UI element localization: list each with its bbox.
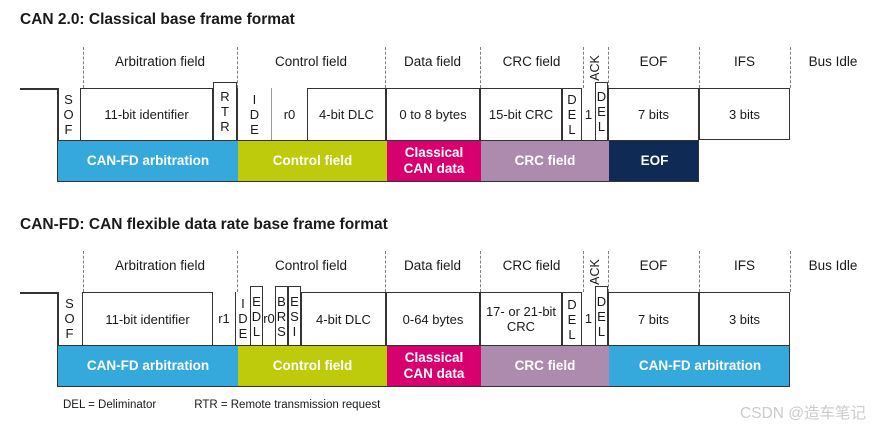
field-boundary-dash bbox=[699, 47, 700, 88]
field-boundary-dash bbox=[790, 251, 791, 292]
field-label-bus-idle: Bus Idle bbox=[808, 258, 858, 273]
cell-data: 0-64 bytes bbox=[386, 292, 480, 345]
cell-ack-slot: 1 bbox=[584, 106, 593, 122]
cell-del-ack: D E L bbox=[595, 82, 608, 140]
cell-r0: r0 bbox=[283, 106, 296, 122]
field-label-arbitration-field: Arbitration field bbox=[114, 54, 206, 69]
diagram1-title: CAN 2.0: Classical base frame format bbox=[20, 11, 295, 28]
field-label-arbitration-field: Arbitration field bbox=[114, 258, 206, 273]
field-boundary-dash bbox=[237, 47, 238, 88]
bar-segment-crc-field: CRC field bbox=[481, 141, 609, 181]
field-boundary-dash bbox=[480, 47, 481, 88]
cell-r0: r0 bbox=[263, 311, 275, 326]
field-label-crc-field: CRC field bbox=[502, 54, 561, 69]
field-boundary-dash bbox=[583, 47, 584, 88]
field-boundary-dash bbox=[608, 47, 609, 88]
bar-segment-crc-field: CRC field bbox=[481, 346, 609, 386]
cell-esi: E S I bbox=[288, 286, 301, 345]
field-boundary-dash bbox=[385, 251, 386, 292]
field-boundary-dash bbox=[699, 251, 700, 292]
cell-edl: E D L bbox=[250, 286, 263, 345]
field-label-ifs: IFS bbox=[733, 258, 755, 273]
bar-segment-control-field: Control field bbox=[238, 346, 387, 386]
bus-entry-line-vertical bbox=[57, 88, 59, 140]
field-boundary-dash bbox=[790, 47, 791, 88]
cell-ack-slot: 1 bbox=[584, 311, 593, 326]
bar-segment-control-field: Control field bbox=[238, 141, 387, 181]
cell-sof: S O F bbox=[63, 91, 74, 137]
field-label-eof: EOF bbox=[639, 54, 668, 69]
field-label-eof: EOF bbox=[639, 258, 668, 273]
cell-identifier: 11-bit identifier bbox=[82, 292, 213, 345]
cell-del-crc: D E L bbox=[562, 88, 582, 140]
cell-del-ack: D E L bbox=[595, 286, 608, 345]
footnote-del-definition: DEL = Deliminator bbox=[63, 399, 157, 411]
field-label-control-field: Control field bbox=[274, 258, 348, 273]
cell-brs: B R S bbox=[275, 286, 288, 345]
cell-crc: 15-bit CRC bbox=[480, 88, 562, 140]
field-label-data-field: Data field bbox=[403, 54, 462, 69]
cell-ifs: 3 bits bbox=[699, 88, 790, 140]
bus-entry-line-vertical bbox=[57, 292, 59, 345]
bar-segment-classical-can-data: Classical CAN data bbox=[387, 346, 481, 386]
cell-ide: I D E bbox=[235, 292, 250, 345]
field-boundary-dash bbox=[480, 251, 481, 292]
field-boundary-dash bbox=[83, 251, 84, 292]
bar-segment-can-fd-arbitration: CAN-FD arbitration bbox=[609, 346, 789, 386]
cell-del-crc: D E L bbox=[562, 292, 582, 345]
field-boundary-dash bbox=[385, 47, 386, 88]
bus-entry-line-horizontal bbox=[20, 292, 57, 294]
cell-sof: S O F bbox=[64, 296, 75, 341]
field-boundary-dash bbox=[608, 251, 609, 292]
diagram2-title: CAN-FD: CAN flexible data rate base fram… bbox=[20, 216, 388, 233]
footnote: DEL = Deliminator RTR = Remote transmissi… bbox=[63, 399, 418, 411]
footnote-rtr-definition: RTR = Remote transmission request bbox=[194, 399, 381, 411]
cell-ifs: 3 bits bbox=[699, 292, 790, 345]
cell-eof: 7 bits bbox=[608, 292, 699, 345]
bar-segment-classical-can-data: Classical CAN data bbox=[387, 141, 481, 181]
field-label-control-field: Control field bbox=[274, 54, 348, 69]
bar-segment-can-fd-arbitration: CAN-FD arbitration bbox=[58, 346, 238, 386]
field-label-bus-idle: Bus Idle bbox=[808, 54, 858, 69]
cell-crc: 17- or 21-bit CRC bbox=[480, 292, 562, 345]
bar-segment-eof: EOF bbox=[609, 141, 698, 181]
csdn-watermark: CSDN @造车笔记 bbox=[740, 405, 866, 422]
field-boundary-dash bbox=[83, 47, 84, 88]
cell-identifier: 11-bit identifier bbox=[80, 88, 213, 140]
field-label-ifs: IFS bbox=[733, 54, 755, 69]
field-boundary-dash bbox=[583, 251, 584, 292]
cell-r1: r1 bbox=[218, 311, 230, 326]
field-label-data-field: Data field bbox=[403, 258, 462, 273]
field-label-crc-field: CRC field bbox=[502, 258, 561, 273]
cell-rtr: R T R bbox=[213, 82, 237, 140]
bus-entry-line-horizontal bbox=[20, 88, 57, 90]
cell-dlc: 4-bit DLC bbox=[301, 292, 386, 345]
cell-data: 0 to 8 bytes bbox=[386, 88, 480, 140]
cell-eof: 7 bits bbox=[608, 88, 699, 140]
cell-ide: I D E bbox=[237, 88, 272, 140]
bar-segment-can-fd-arbitration: CAN-FD arbitration bbox=[58, 141, 238, 181]
cell-dlc: 4-bit DLC bbox=[307, 88, 386, 140]
field-boundary-dash bbox=[237, 251, 238, 292]
